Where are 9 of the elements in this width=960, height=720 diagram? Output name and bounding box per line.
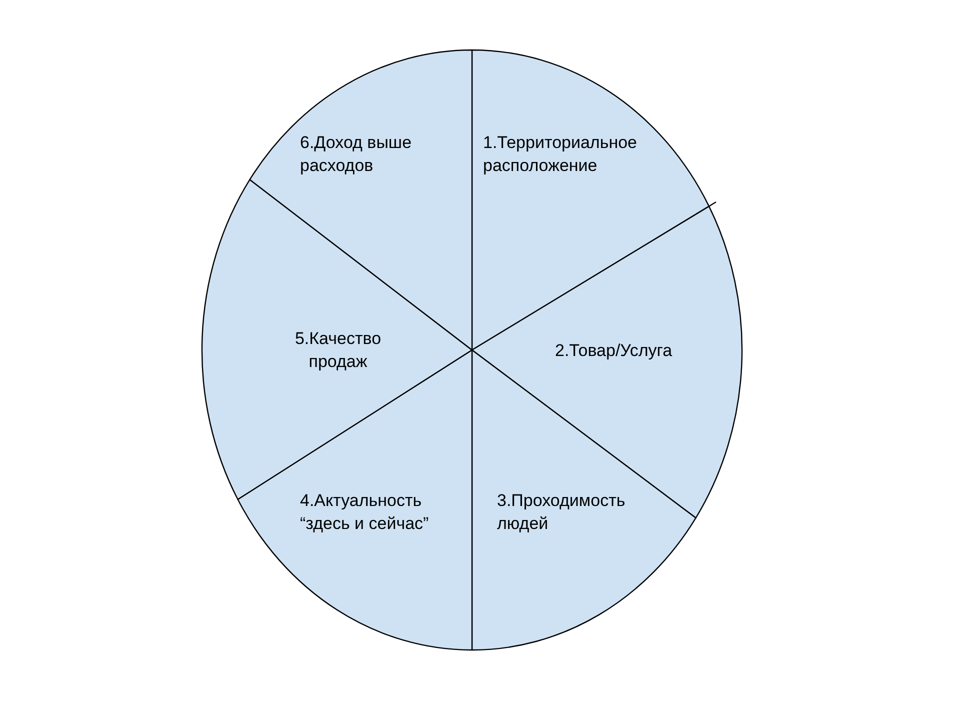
sector-label: 3.Проходимость людей — [497, 490, 626, 535]
sector-label: 2.Товар/Услуга — [555, 340, 674, 362]
pie-sector — [249, 50, 472, 350]
pie-sector — [237, 350, 472, 650]
sector-label: 6.Доход выше расходов — [300, 132, 413, 177]
sector-label: 4.Актуальность “здесь и сейчас” — [300, 490, 430, 535]
sector-label: 5.Качество продаж — [294, 328, 382, 373]
sector-label: 1.Территориальное расположение — [483, 132, 638, 177]
pie-sector — [472, 206, 742, 518]
